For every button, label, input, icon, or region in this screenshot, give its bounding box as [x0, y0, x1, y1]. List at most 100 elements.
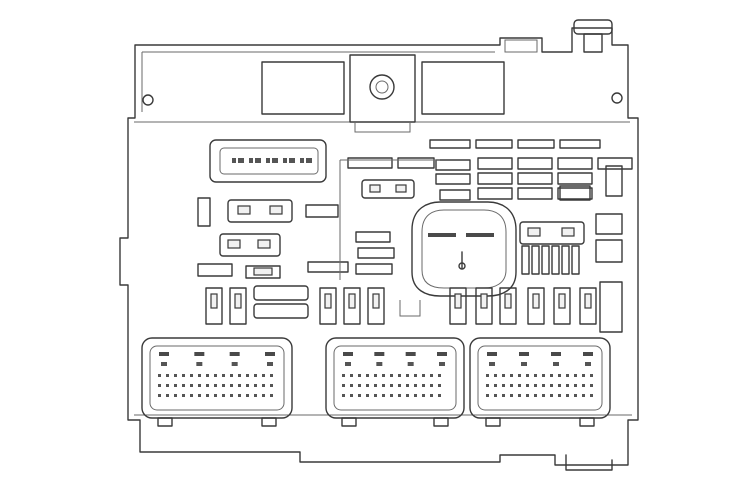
fuse-slot: [475, 139, 513, 149]
connector-pin: [566, 374, 569, 377]
connector-pin: [166, 394, 169, 397]
connector-pin: [590, 394, 593, 397]
connector-pin: [526, 384, 529, 387]
connector-pin: [382, 384, 385, 387]
stud-bracket: [349, 54, 416, 123]
bottom-right-tab: [565, 454, 613, 471]
connector-pin: [406, 384, 409, 387]
connector-pin: [558, 394, 561, 397]
connector-pin: [182, 384, 185, 387]
connector-pin: [438, 394, 441, 397]
fuse-slot: [397, 157, 435, 169]
connector-pin: [238, 394, 241, 397]
connector-tab: [261, 417, 277, 427]
connector-pin: [502, 394, 505, 397]
connector-pin: [422, 374, 425, 377]
latch-slot: [343, 352, 353, 356]
connector-pin: [558, 384, 561, 387]
connector-pin: [222, 394, 225, 397]
blade-fuse: [343, 287, 361, 325]
connector-pin: [422, 384, 425, 387]
connector-pin: [550, 384, 553, 387]
housing-outline: [119, 19, 639, 471]
connector-pin: [438, 374, 441, 377]
connector-pin: [438, 384, 441, 387]
connector-pin: [238, 384, 241, 387]
connector-pin: [439, 362, 445, 366]
connector-tab: [485, 417, 501, 427]
connector-pin: [254, 394, 257, 397]
connector-pin: [238, 374, 241, 377]
connector-pin: [350, 374, 353, 377]
connector-pin: [534, 384, 537, 387]
connector-pin: [582, 394, 585, 397]
maxi-fuse: [253, 303, 309, 319]
connector-pin: [390, 384, 393, 387]
latch-slot: [265, 352, 275, 356]
connector-pin: [182, 374, 185, 377]
connector-pin: [255, 158, 261, 163]
connector-pin: [231, 362, 238, 366]
connector-pin: [382, 394, 385, 397]
connector-pin: [510, 374, 513, 377]
blade-fuse-element: [348, 293, 356, 309]
fuse-slot: [439, 189, 471, 201]
connector-pin: [246, 394, 249, 397]
connector-pin: [190, 374, 193, 377]
blade-fuse-element: [480, 293, 488, 309]
slim-fuse: [521, 245, 530, 275]
blade-fuse: [475, 287, 493, 325]
fuse-slot: [517, 172, 553, 185]
fuse-slot: [597, 157, 633, 170]
connector-pin: [553, 362, 559, 366]
connector-right: [469, 337, 611, 427]
connector-pin: [414, 374, 417, 377]
connector-pin: [366, 374, 369, 377]
connector-tab: [341, 417, 357, 427]
connector-pin: [550, 394, 553, 397]
slim-fuse: [541, 245, 550, 275]
blade-fuse-element: [324, 293, 332, 309]
connector-pin: [526, 374, 529, 377]
latch-slot: [519, 352, 529, 356]
upper-left-connector: [209, 139, 327, 183]
blade-fuse: [319, 287, 337, 325]
connector-pin: [272, 158, 278, 163]
connector-tab: [579, 417, 595, 427]
connector-shell: [325, 337, 465, 419]
connector-pin: [542, 384, 545, 387]
blade-fuse-element: [454, 293, 462, 309]
fuse-slot: [477, 157, 513, 170]
slim-fuse: [561, 245, 570, 275]
connector-pin: [166, 384, 169, 387]
connector-pin: [190, 384, 193, 387]
connector-pin: [542, 394, 545, 397]
connector-pin: [198, 384, 201, 387]
connector-pin: [262, 384, 265, 387]
connector-pin: [518, 384, 521, 387]
connector-pin: [430, 384, 433, 387]
connector-pin: [350, 394, 353, 397]
connector-pin: [222, 384, 225, 387]
connector-pin: [358, 394, 361, 397]
connector-pin: [534, 374, 537, 377]
connector-pin: [230, 384, 233, 387]
connector-tab: [157, 417, 173, 427]
connector-pin: [358, 384, 361, 387]
fuse-slot: [435, 173, 471, 185]
connector-pin: [486, 394, 489, 397]
blade-fuse-row: [205, 281, 623, 333]
connector-pin: [574, 384, 577, 387]
connector-pin: [422, 394, 425, 397]
top-window-right: [421, 61, 505, 115]
slim-fuse: [531, 245, 540, 275]
blade-fuse: [449, 287, 467, 325]
connector-pin: [166, 374, 169, 377]
connector-pin: [161, 362, 167, 366]
connector-pin: [270, 394, 273, 397]
latch-slot: [405, 352, 416, 356]
latch-slot: [437, 352, 447, 356]
connector-pin: [406, 394, 409, 397]
